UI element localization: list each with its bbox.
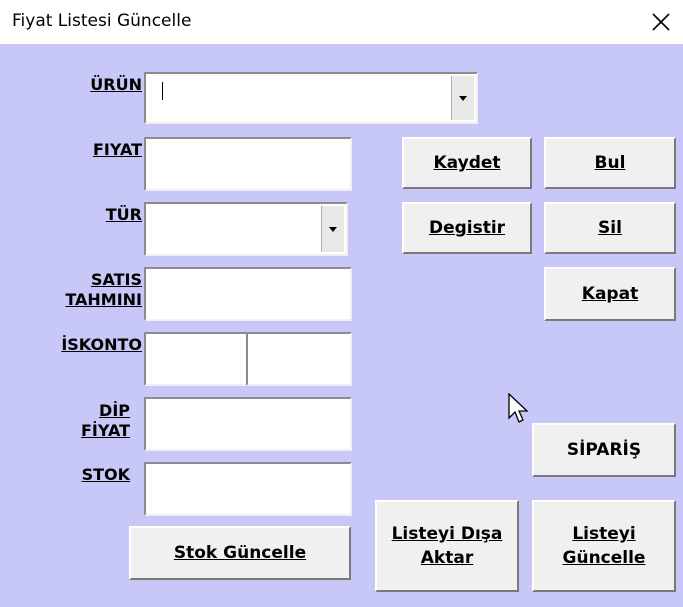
stok-guncelle-button[interactable]: Stok Güncelle — [129, 526, 351, 580]
kaydet-button[interactable]: Kaydet — [402, 137, 532, 189]
satis-tahmini-label: SATIS TAHMINI — [65, 270, 142, 309]
stok-field[interactable] — [144, 462, 352, 516]
degistir-button[interactable]: Degistir — [402, 202, 532, 254]
tur-label: TÜR — [105, 205, 142, 224]
iskonto-field-2[interactable] — [246, 332, 352, 386]
dip-fiyat-field[interactable] — [144, 397, 352, 451]
iskonto-field-1[interactable] — [144, 332, 248, 386]
siparis-button[interactable]: SİPARİŞ — [532, 423, 676, 477]
listeyi-disa-aktar-button[interactable]: Listeyi Dışa Aktar — [375, 500, 519, 592]
urun-dropdown-button[interactable] — [451, 76, 474, 120]
kapat-button[interactable]: Kapat — [544, 267, 676, 321]
listeyi-guncelle-button[interactable]: Listeyi Güncelle — [532, 500, 676, 592]
tur-combobox[interactable] — [144, 202, 348, 256]
form-body: ÜRÜN FIYAT TÜR SATIS TAHMINI İSKONTO DİP… — [0, 44, 683, 607]
fiyat-field[interactable] — [144, 137, 352, 191]
chevron-down-icon — [329, 226, 337, 232]
bul-button[interactable]: Bul — [544, 137, 676, 189]
window-title: Fiyat Listesi Güncelle — [12, 11, 192, 31]
satis-tahmini-field[interactable] — [144, 267, 352, 321]
stok-label: STOK — [81, 465, 130, 484]
close-icon — [652, 13, 670, 31]
urun-label: ÜRÜN — [90, 75, 142, 94]
chevron-down-icon — [459, 95, 467, 101]
tur-dropdown-button[interactable] — [321, 206, 344, 252]
fiyat-label: FIYAT — [93, 140, 142, 159]
text-caret — [162, 82, 163, 100]
close-button[interactable] — [639, 0, 683, 44]
urun-combobox[interactable] — [144, 72, 478, 124]
iskonto-label: İSKONTO — [61, 335, 142, 354]
mouse-pointer-icon — [508, 393, 528, 423]
sil-button[interactable]: Sil — [544, 202, 676, 254]
title-bar: Fiyat Listesi Güncelle — [0, 0, 683, 44]
dip-fiyat-label: DİP FİYAT — [81, 401, 130, 440]
